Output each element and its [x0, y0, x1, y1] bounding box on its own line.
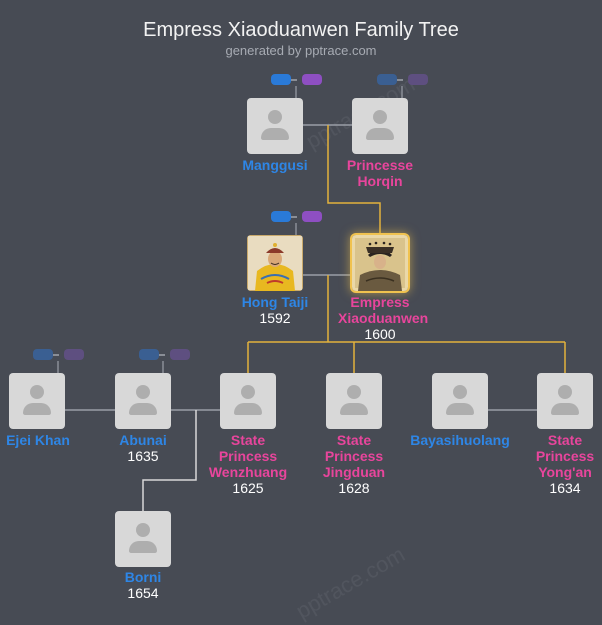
person-label-ejei[interactable]: Ejei Khan: [0, 432, 76, 448]
descent-line: [327, 125, 381, 234]
portrait-image: [247, 235, 303, 291]
person-name: State Princess Wenzhuang: [208, 432, 288, 480]
person-label-borni[interactable]: Borni 1654: [83, 569, 203, 601]
person-icon: [241, 385, 255, 399]
page-title: Empress Xiaoduanwen Family Tree: [143, 19, 459, 41]
connector-lines: [57, 86, 566, 511]
person-name: State Princess Jingduan: [322, 432, 386, 480]
person-avatar-ejei[interactable]: [9, 373, 65, 429]
person-icon: [136, 385, 150, 399]
person-avatar-wenzhuang[interactable]: [220, 373, 276, 429]
person-avatar-horqin[interactable]: [352, 98, 408, 154]
person-icon: [30, 385, 44, 399]
person-label-xiaoduanwen[interactable]: Empress Xiaoduanwen 1600: [320, 294, 440, 342]
mother-pill[interactable]: [302, 211, 322, 222]
person-avatar-hongtaiji[interactable]: [247, 235, 303, 291]
person-name: Ejei Khan: [6, 432, 70, 448]
person-avatar-bayasihuolang[interactable]: [432, 373, 488, 429]
person-name: State Princess Yong'an: [535, 432, 595, 480]
person-label-wenzhuang[interactable]: State Princess Wenzhuang 1625: [188, 432, 308, 496]
person-name: Hong Taiji: [241, 294, 309, 310]
mother-pill[interactable]: [170, 349, 190, 360]
mother-pill[interactable]: [408, 74, 428, 85]
person-icon: [453, 385, 467, 399]
page-subtitle: generated by pptrace.com: [225, 43, 377, 58]
person-label-manggusi[interactable]: Manggusi: [215, 157, 335, 173]
portrait-image: [352, 235, 408, 291]
birth-year: 1628: [338, 480, 370, 496]
mother-pill[interactable]: [64, 349, 84, 360]
person-name: Borni: [124, 569, 162, 585]
person-label-abunai[interactable]: Abunai 1635: [83, 432, 203, 464]
person-avatar-jingduan[interactable]: [326, 373, 382, 429]
person-label-yongan[interactable]: State Princess Yong'an 1634: [525, 432, 602, 496]
person-label-jingduan[interactable]: State Princess Jingduan 1628: [294, 432, 414, 496]
father-pill[interactable]: [271, 211, 291, 222]
birth-year: 1592: [259, 310, 291, 326]
person-name: Empress Xiaoduanwen: [338, 294, 429, 326]
father-pill[interactable]: [139, 349, 159, 360]
person-name: Bayasihuolang: [410, 432, 510, 448]
birth-year: 1634: [549, 480, 581, 496]
person-icon: [136, 523, 150, 537]
family-tree-page: Empress Xiaoduanwen Family Tree generate…: [0, 19, 602, 624]
person-icon: [268, 110, 282, 124]
father-pill[interactable]: [33, 349, 53, 360]
descent-line: [142, 410, 197, 511]
mother-pill[interactable]: [302, 74, 322, 85]
person-icon: [373, 110, 387, 124]
person-icon: [558, 385, 572, 399]
birth-year: 1625: [232, 480, 264, 496]
birth-year: 1600: [364, 326, 396, 342]
person-name: Princesse Horqin: [346, 157, 414, 189]
person-label-horqin[interactable]: Princesse Horqin: [320, 157, 440, 189]
person-name: Abunai: [119, 432, 167, 448]
father-pill[interactable]: [377, 74, 397, 85]
birth-year: 1654: [127, 585, 159, 601]
birth-year: 1635: [127, 448, 159, 464]
person-avatar-xiaoduanwen[interactable]: [352, 235, 408, 291]
person-label-hongtaiji[interactable]: Hong Taiji 1592: [215, 294, 335, 326]
person-avatar-manggusi[interactable]: [247, 98, 303, 154]
person-avatar-yongan[interactable]: [537, 373, 593, 429]
person-name: Manggusi: [242, 157, 308, 173]
person-avatar-abunai[interactable]: [115, 373, 171, 429]
person-icon: [347, 385, 361, 399]
father-pill[interactable]: [271, 74, 291, 85]
person-label-bayasihuolang[interactable]: Bayasihuolang: [400, 432, 520, 448]
person-avatar-borni[interactable]: [115, 511, 171, 567]
